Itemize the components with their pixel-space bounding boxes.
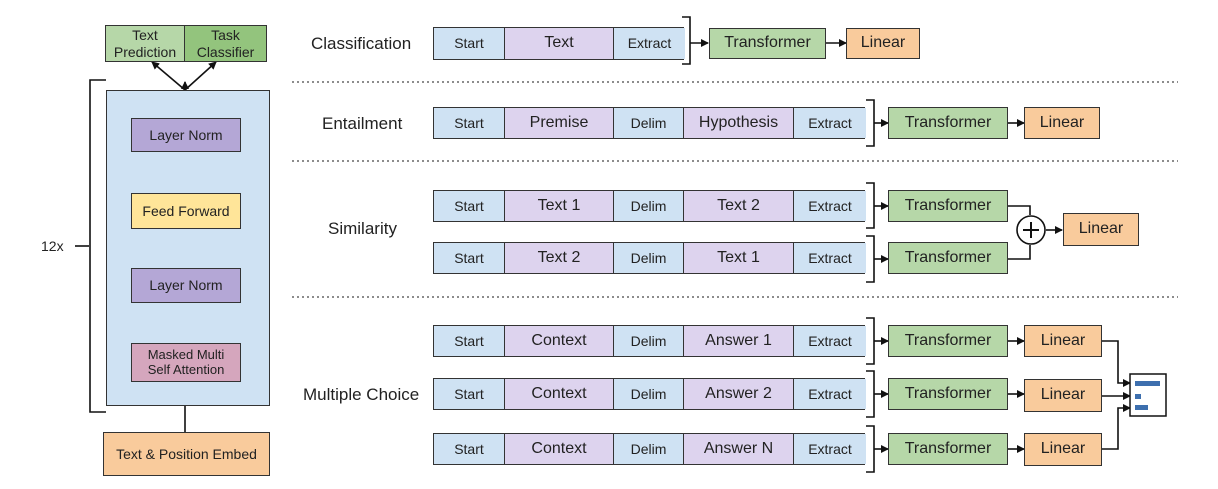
- transformer-box: Transformer: [709, 28, 826, 59]
- transformer-box: Transformer: [888, 242, 1008, 274]
- token-text-1: Text 1: [505, 191, 614, 221]
- task-label-entailment: Entailment: [322, 114, 403, 133]
- linear-box: Linear: [1024, 325, 1102, 357]
- softmax-icon: [1129, 373, 1167, 417]
- task-label-multiple-choice: Multiple Choice: [303, 385, 420, 404]
- token-delim: Delim: [614, 191, 684, 221]
- token-delim: Delim: [614, 434, 684, 464]
- token-start: Start: [434, 243, 505, 273]
- token-start: Start: [434, 28, 505, 59]
- token-extract: Extract: [794, 326, 866, 356]
- transformer-box: Transformer: [888, 190, 1008, 222]
- task-classifier-head: Task Classifier: [184, 25, 267, 62]
- linear-box: Linear: [1063, 213, 1139, 246]
- token-text-2: Text 2: [505, 243, 614, 273]
- token-text-2: Text 2: [684, 191, 794, 221]
- token-premise: Premise: [505, 108, 614, 138]
- repeat-label: 12x: [41, 238, 64, 254]
- token-extract: Extract: [794, 108, 866, 138]
- task-label-similarity: Similarity: [328, 219, 397, 238]
- token-context: Context: [505, 379, 614, 409]
- token-text-1: Text 1: [684, 243, 794, 273]
- transformer-box: Transformer: [888, 325, 1008, 357]
- transformer-box: Transformer: [888, 107, 1008, 139]
- linear-box: Linear: [846, 28, 920, 59]
- classification-sequence: Start Text Extract: [433, 27, 685, 60]
- token-hypothesis: Hypothesis: [684, 108, 794, 138]
- token-start: Start: [434, 434, 505, 464]
- text-prediction-head: Text Prediction: [105, 25, 185, 62]
- layer-norm-top: Layer Norm: [131, 118, 241, 152]
- token-extract: Extract: [794, 243, 866, 273]
- transformer-box: Transformer: [888, 378, 1008, 410]
- token-context: Context: [505, 434, 614, 464]
- token-delim: Delim: [614, 243, 684, 273]
- similarity-sequence-2: Start Text 2 Delim Text 1 Extract: [433, 242, 866, 274]
- linear-box: Linear: [1024, 107, 1100, 139]
- token-delim: Delim: [614, 326, 684, 356]
- text-position-embed: Text & Position Embed: [103, 432, 270, 476]
- token-extract: Extract: [614, 28, 685, 59]
- token-context: Context: [505, 326, 614, 356]
- token-text: Text: [505, 28, 614, 59]
- task-label-classification: Classification: [311, 34, 412, 53]
- choice-sequence-2: Start Context Delim Answer 2 Extract: [433, 378, 866, 410]
- token-delim: Delim: [614, 108, 684, 138]
- transformer-box: Transformer: [888, 433, 1008, 465]
- token-answer-2: Answer 2: [684, 379, 794, 409]
- token-answer-1: Answer 1: [684, 326, 794, 356]
- token-extract: Extract: [794, 434, 866, 464]
- layer-norm-bottom: Layer Norm: [131, 268, 241, 303]
- token-start: Start: [434, 379, 505, 409]
- feed-forward: Feed Forward: [131, 193, 241, 229]
- linear-box: Linear: [1024, 379, 1102, 412]
- masked-self-attention: Masked Multi Self Attention: [131, 343, 241, 382]
- token-extract: Extract: [794, 191, 866, 221]
- linear-box: Linear: [1024, 433, 1102, 466]
- token-delim: Delim: [614, 379, 684, 409]
- choice-sequence-1: Start Context Delim Answer 1 Extract: [433, 325, 866, 357]
- token-start: Start: [434, 326, 505, 356]
- entailment-sequence: Start Premise Delim Hypothesis Extract: [433, 107, 866, 139]
- token-start: Start: [434, 191, 505, 221]
- token-answer-n: Answer N: [684, 434, 794, 464]
- token-start: Start: [434, 108, 505, 138]
- token-extract: Extract: [794, 379, 866, 409]
- similarity-sequence-1: Start Text 1 Delim Text 2 Extract: [433, 190, 866, 222]
- choice-sequence-n: Start Context Delim Answer N Extract: [433, 433, 866, 465]
